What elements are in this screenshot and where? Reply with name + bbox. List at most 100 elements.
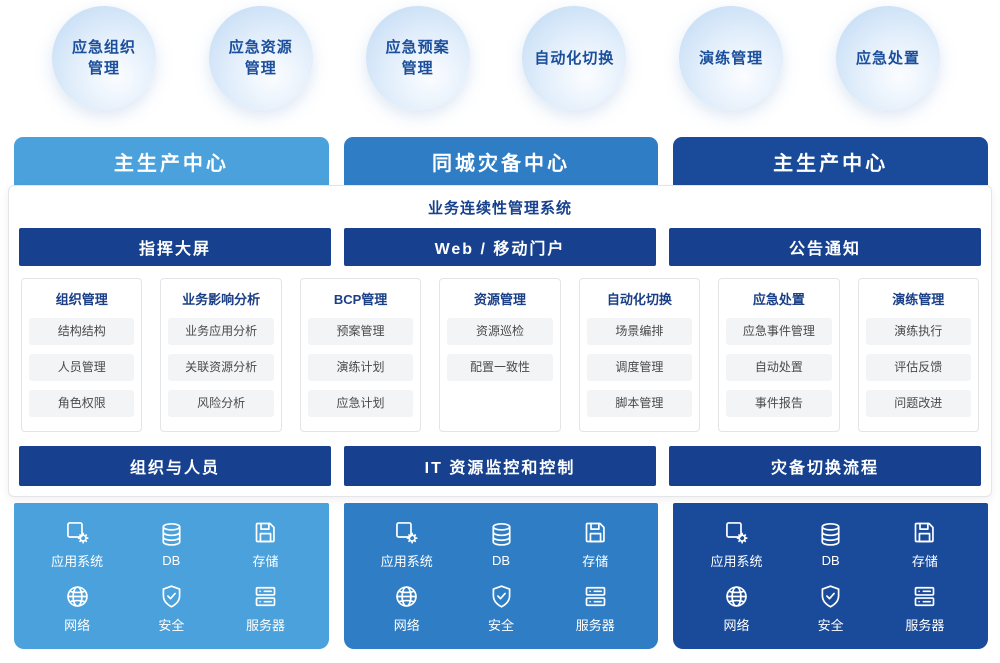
- capability-circle-emergency-response: 应急处置: [835, 6, 940, 110]
- portal-bar-announcement: 公告通知: [669, 228, 981, 266]
- module-card: 演练管理演练执行评估反馈问题改进: [857, 278, 979, 432]
- portal-bar-web-mobile: Web / 移动门户: [344, 228, 656, 266]
- circle-label: 应急预案 管理: [385, 39, 450, 77]
- infra-item-label: DB: [162, 552, 181, 568]
- storage-icon: [911, 519, 938, 546]
- circle-label: 应急处置: [855, 49, 920, 67]
- infra-item: 存储: [218, 515, 312, 573]
- process-bars: 组织与人员 IT 资源监控和控制 灾备切换流程: [19, 446, 981, 486]
- module-title: 业务影响分析: [182, 292, 261, 307]
- network-icon: [393, 583, 420, 610]
- capability-circle-emergency-plan: 应急预案 管理: [365, 6, 470, 110]
- infra-item-label: 存储: [582, 553, 609, 569]
- infra-item-label: DB: [491, 552, 511, 568]
- infra-item-label: 服务器: [246, 617, 286, 633]
- capability-circles: 应急组织 管理 应急资源 管理 应急预案 管理 自动化切换 演练管理 应急处置: [52, 6, 940, 110]
- infra-item-label: 应用系统: [380, 553, 433, 569]
- infra-item: 服务器: [878, 579, 972, 637]
- capability-circle-drill-mgmt: 演练管理: [679, 6, 784, 110]
- infra-item-label: 安全: [817, 617, 844, 633]
- capability-circle-auto-switch: 自动化切换: [522, 6, 627, 110]
- infra-item-label: 存储: [252, 553, 279, 569]
- module-item: 配置一致性: [447, 354, 553, 381]
- database-icon: [488, 521, 515, 548]
- module-title: 组织管理: [55, 292, 108, 307]
- center-header-same-city-dr: 同城灾备中心: [343, 137, 659, 185]
- module-cards: 组织管理结构结构人员管理角色权限 业务影响分析业务应用分析关联资源分析风险分析 BC…: [21, 278, 979, 432]
- infra-item: 安全: [124, 579, 218, 637]
- module-item: 人员管理: [29, 354, 135, 381]
- circle-label: 应急资源 管理: [228, 39, 293, 77]
- infra-item: DB: [454, 515, 548, 573]
- module-title: 资源管理: [473, 292, 526, 307]
- module-item: 问题改进: [865, 390, 971, 417]
- infra-item: 存储: [548, 515, 642, 573]
- process-bar-dr-switch-flow: 灾备切换流程: [669, 446, 981, 486]
- portal-bar-command-screen: 指挥大屏: [19, 228, 331, 266]
- infra-item: 安全: [784, 579, 878, 637]
- module-card: 资源管理资源巡检配置一致性: [439, 278, 561, 432]
- module-item: 评估反馈: [865, 354, 971, 381]
- infra-item-label: 网络: [723, 617, 750, 633]
- module-item: 事件报告: [726, 390, 832, 417]
- database-icon: [817, 521, 844, 548]
- infra-item: 存储: [878, 515, 972, 573]
- infra-item: 网络: [30, 579, 124, 637]
- shield-icon: [488, 583, 515, 610]
- infra-item-label: 安全: [158, 617, 185, 633]
- module-item: 自动处置: [726, 354, 832, 381]
- module-item: 结构结构: [29, 318, 135, 345]
- infra-item-label: 服务器: [575, 617, 615, 633]
- module-item: 资源巡检: [447, 318, 553, 345]
- module-item: 业务应用分析: [168, 318, 274, 345]
- server-icon: [911, 583, 938, 610]
- infra-item: 服务器: [548, 579, 642, 637]
- module-item: 演练执行: [865, 318, 971, 345]
- module-item: 演练计划: [307, 354, 414, 381]
- infra-item-label: 应用系统: [51, 553, 104, 569]
- app-system-icon: [64, 519, 91, 546]
- capability-circle-emergency-resource: 应急资源 管理: [208, 6, 313, 110]
- infrastructure-panel-primary: 应用系统 DB 存储网络 安全 服务器: [14, 503, 329, 649]
- circle-label: 自动化切换: [534, 49, 615, 67]
- module-card: 自动化切换场景编排调度管理脚本管理: [578, 278, 701, 432]
- center-header-primary-production-2: 主生产中心: [673, 137, 989, 185]
- app-system-icon: [393, 519, 420, 546]
- infra-item-label: 应用系统: [710, 553, 763, 569]
- circle-label: 演练管理: [699, 49, 764, 67]
- infra-item: DB: [784, 515, 878, 573]
- module-item: 预案管理: [307, 318, 414, 345]
- system-title: 业务连续性管理系统: [427, 200, 572, 217]
- infra-item-label: 网络: [64, 617, 91, 633]
- bcm-system-panel: 业务连续性管理系统 指挥大屏 Web / 移动门户 公告通知 组织管理结构结构人…: [8, 185, 992, 497]
- module-item: 风险分析: [168, 390, 274, 417]
- network-icon: [723, 583, 750, 610]
- module-card: 组织管理结构结构人员管理角色权限: [21, 278, 143, 432]
- infra-item-label: 网络: [393, 617, 420, 633]
- infra-item-label: 服务器: [905, 617, 945, 633]
- network-icon: [64, 583, 91, 610]
- module-card: BCP管理预案管理演练计划应急计划: [299, 278, 422, 432]
- database-icon: [158, 521, 185, 548]
- shield-icon: [817, 583, 844, 610]
- infra-item: 应用系统: [689, 515, 783, 573]
- infra-item: 网络: [689, 579, 783, 637]
- module-item: 关联资源分析: [168, 354, 274, 381]
- infra-item-label: 存储: [911, 553, 938, 569]
- capability-circle-emergency-org: 应急组织 管理: [52, 6, 156, 110]
- module-item: 应急事件管理: [726, 318, 832, 345]
- infra-item: 应用系统: [360, 515, 454, 573]
- module-item: 角色权限: [29, 390, 135, 417]
- server-icon: [252, 583, 279, 610]
- center-headers: 主生产中心 同城灾备中心 主生产中心: [14, 137, 989, 185]
- infra-item: DB: [124, 515, 218, 573]
- module-item: 脚本管理: [586, 390, 693, 417]
- infra-item: 网络: [360, 579, 454, 637]
- infra-item: 安全: [454, 579, 548, 637]
- app-system-icon: [723, 519, 750, 546]
- shield-icon: [158, 583, 185, 610]
- module-title: BCP管理: [333, 292, 388, 307]
- infra-item: 服务器: [218, 579, 312, 637]
- infrastructure-panel-dark: 应用系统 DB 存储网络 安全 服务器: [673, 503, 989, 649]
